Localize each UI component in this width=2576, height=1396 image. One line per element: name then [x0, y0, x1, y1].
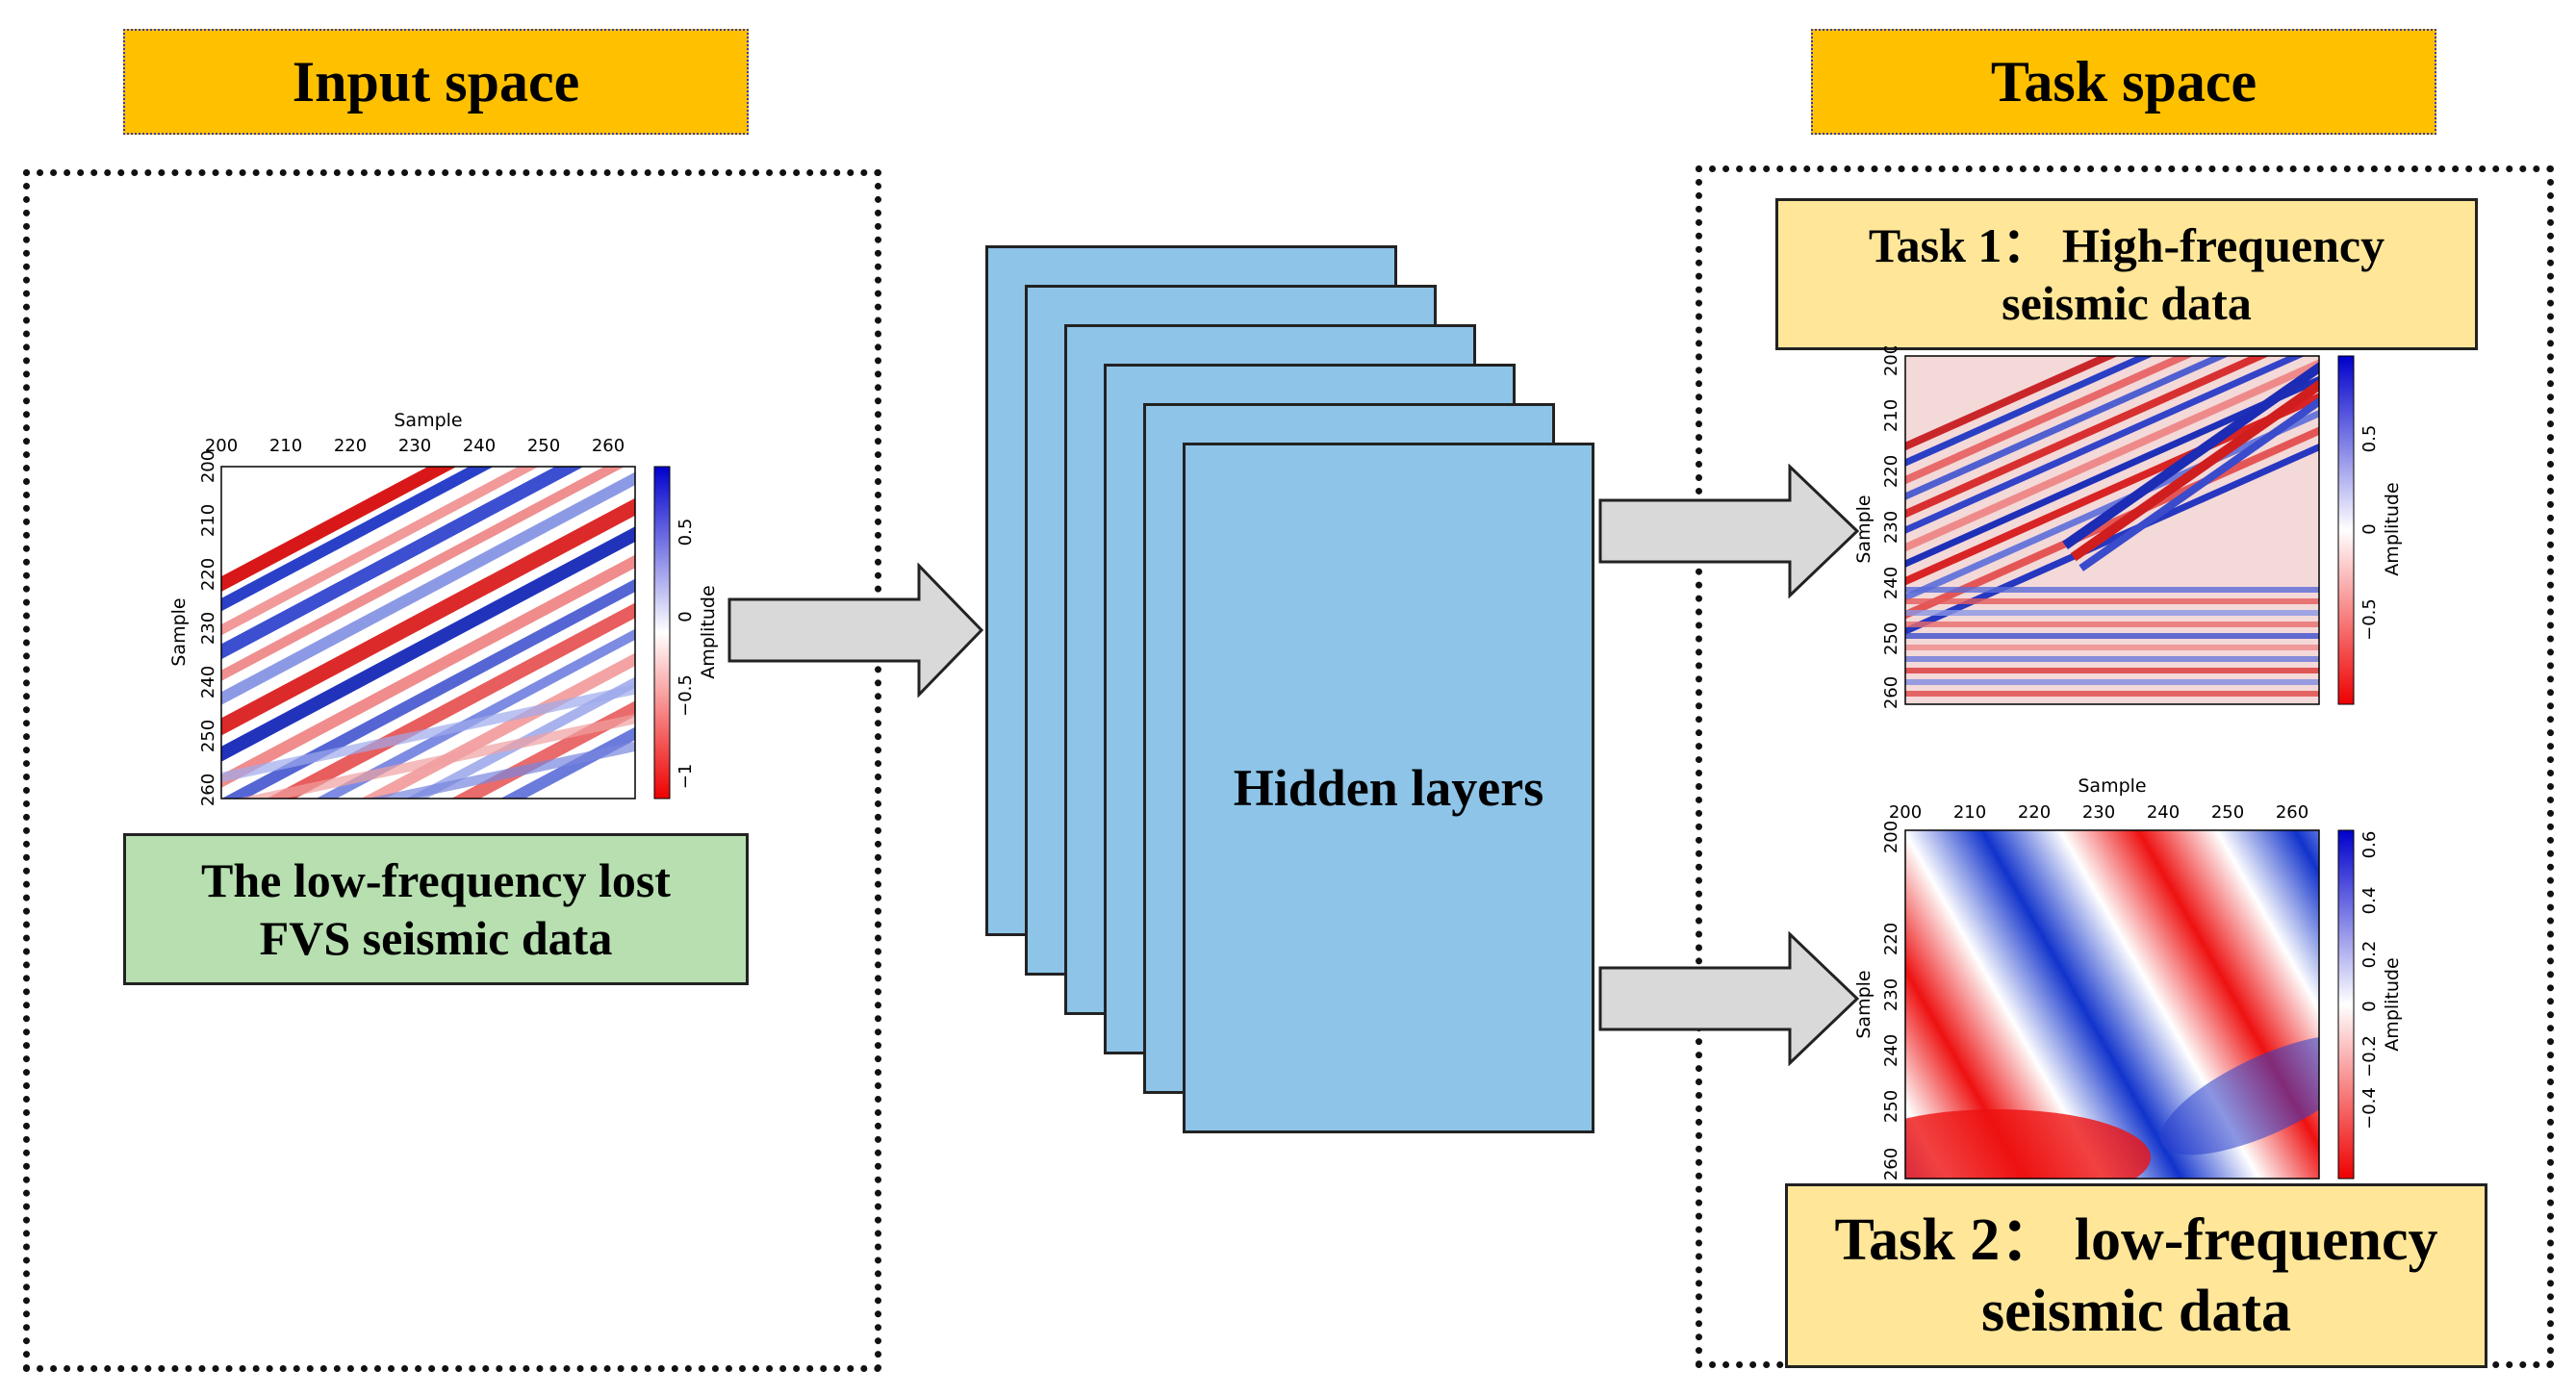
task2-x-tick: 240	[2147, 802, 2180, 823]
hidden-layers-label: Hidden layers	[1233, 759, 1544, 817]
task2-cbar-tick: 0.2	[2359, 941, 2380, 969]
input-cbar-tick: −0.5	[676, 674, 696, 717]
input-data-label-line1: The low-frequency lost	[201, 853, 671, 907]
task1-y-tick: 230	[1881, 511, 1901, 544]
input-x-tick: 240	[463, 436, 496, 456]
task2-colorbar	[2337, 829, 2355, 1180]
task2-cbar-tick: 0.4	[2359, 887, 2380, 915]
input-space-banner: Input space	[123, 29, 749, 135]
input-cbar-tick: 0	[676, 611, 696, 622]
task1-colorbar	[2337, 355, 2355, 705]
hidden-to-task2-arrow	[1598, 931, 1860, 1066]
input-colorbar-title: Amplitude	[698, 585, 719, 678]
input-x-tick: 260	[592, 436, 625, 456]
input-left-axis-title: Sample	[168, 597, 190, 666]
input-y-tick: 250	[198, 720, 218, 752]
input-y-tick: 220	[198, 558, 218, 591]
task2-y-tick: 230	[1881, 978, 1901, 1011]
input-y-tick: 200	[198, 450, 218, 483]
task1-y-ticks: 200 210 220 230 240 250 260	[1881, 346, 1901, 709]
task2-colorbar-ticks: 0.6 0.4 0.2 0 −0.2 −0.4	[2359, 831, 2380, 1129]
task1-cbar-tick: −0.5	[2359, 598, 2380, 641]
task1-colorbar-ticks: 0.5 0 −0.5	[2359, 425, 2380, 641]
input-x-tick: 200	[205, 436, 238, 456]
task1-y-tick: 210	[1881, 399, 1901, 432]
input-seismic-image	[221, 467, 635, 799]
input-data-label-line2: FVS seismic data	[259, 911, 613, 965]
task2-left-axis-title: Sample	[1853, 970, 1875, 1038]
input-top-axis-title: Sample	[394, 410, 462, 431]
input-y-tick: 230	[198, 612, 218, 645]
task2-y-tick: 220	[1881, 923, 1901, 955]
task1-y-tick: 240	[1881, 567, 1901, 599]
task2-seismic-plot: Sample 200 210 220 230 240 250 260 Sampl…	[1853, 777, 2403, 1180]
input-y-tick: 260	[198, 774, 218, 806]
input-colorbar	[653, 466, 671, 800]
input-x-tick: 220	[334, 436, 367, 456]
task1-left-axis-title: Sample	[1853, 495, 1875, 563]
task-space-title: Task space	[1990, 49, 2257, 114]
input-seismic-plot: Sample 200 210 220 230 240 250 260 Sampl…	[168, 410, 719, 806]
task2-x-tick: 260	[2276, 802, 2308, 823]
input-colorbar-ticks: 0.5 0 −0.5 −1	[676, 519, 696, 790]
task2-top-axis-title: Sample	[2078, 777, 2146, 797]
task2-label-line1: Task 2： low-frequency	[1834, 1206, 2438, 1273]
task2-cbar-tick: −0.4	[2359, 1087, 2380, 1129]
hidden-layer-6: Hidden layers	[1183, 443, 1594, 1133]
input-x-tick: 250	[527, 436, 560, 456]
input-cbar-tick: −1	[676, 764, 696, 790]
task-space-banner: Task space	[1811, 29, 2436, 135]
task2-y-tick: 200	[1881, 821, 1901, 853]
input-space-title: Input space	[292, 49, 580, 114]
task2-x-tick: 210	[1953, 802, 1986, 823]
task2-cbar-tick: 0	[2359, 1001, 2380, 1011]
hidden-to-task1-arrow	[1598, 464, 1860, 598]
input-x-tick: 230	[398, 436, 431, 456]
task2-y-ticks: 200 220 230 240 250 260	[1881, 821, 1901, 1180]
task1-seismic-image	[1905, 356, 2319, 704]
task2-label-line2: seismic data	[1980, 1279, 2292, 1344]
input-y-ticks: 200 210 220 230 240 250 260	[198, 450, 218, 806]
task2-cbar-tick: 0.6	[2359, 831, 2380, 859]
task2-colorbar-title: Amplitude	[2382, 957, 2403, 1051]
task1-y-tick: 220	[1881, 455, 1901, 488]
input-x-ticks: 200 210 220 230 240 250 260	[205, 436, 625, 456]
task1-y-tick: 260	[1881, 676, 1901, 709]
input-y-tick: 240	[198, 666, 218, 698]
task2-y-tick: 260	[1881, 1148, 1901, 1180]
input-space-frame	[23, 169, 881, 1372]
task2-x-tick: 200	[1889, 802, 1922, 823]
input-x-tick: 210	[269, 436, 302, 456]
input-to-hidden-arrow	[727, 563, 984, 698]
task1-label: Task 1： High-frequency seismic data	[1775, 198, 2478, 350]
task2-y-tick: 250	[1881, 1090, 1901, 1123]
task1-seismic-plot: Sample 200 210 220 230 240 250 260 0.5 0…	[1853, 346, 2403, 709]
input-y-tick: 210	[198, 504, 218, 537]
task2-x-ticks: 200 210 220 230 240 250 260	[1889, 802, 2308, 823]
task1-cbar-tick: 0.5	[2359, 425, 2380, 453]
task2-label: Task 2： low-frequency seismic data	[1785, 1183, 2487, 1368]
task1-label-line1: Task 1： High-frequency	[1868, 218, 2385, 272]
task2-seismic-image	[1905, 830, 2319, 1179]
input-data-label: The low-frequency lost FVS seismic data	[123, 833, 749, 985]
task2-x-tick: 220	[2018, 802, 2051, 823]
task1-y-tick: 250	[1881, 622, 1901, 655]
task1-y-tick: 200	[1881, 346, 1901, 376]
task2-y-tick: 240	[1881, 1034, 1901, 1067]
input-cbar-tick: 0.5	[676, 519, 696, 546]
task1-colorbar-title: Amplitude	[2382, 482, 2403, 575]
task2-x-tick: 230	[2082, 802, 2115, 823]
task2-cbar-tick: −0.2	[2359, 1035, 2380, 1078]
task2-x-tick: 250	[2211, 802, 2244, 823]
task1-cbar-tick: 0	[2359, 523, 2380, 534]
task1-label-line2: seismic data	[2002, 276, 2252, 330]
